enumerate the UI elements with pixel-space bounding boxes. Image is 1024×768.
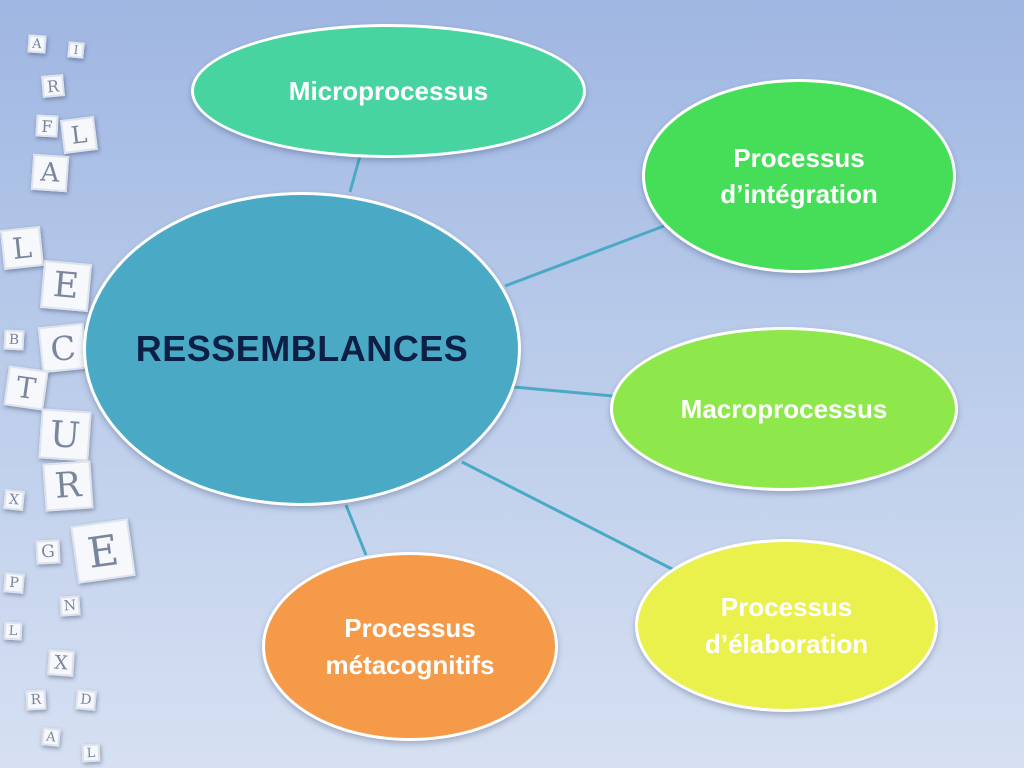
connector-processus-integration <box>504 224 665 288</box>
connector-processus-elaboration <box>461 460 675 572</box>
node-processus-metacognitifs: Processus métacognitifs <box>262 552 558 741</box>
node-processus-integration-line1: Processus <box>733 142 865 173</box>
node-macroprocessus: Macroprocessus <box>610 327 958 491</box>
node-processus-integration: Processus d’intégration <box>642 79 956 273</box>
node-processus-metacognitifs-line2: métacognitifs <box>325 649 495 680</box>
node-processus-integration-line2: d’intégration <box>720 179 878 209</box>
node-processus-elaboration-line2: d’élaboration <box>704 628 869 659</box>
node-processus-elaboration-line1: Processus <box>720 592 853 623</box>
node-microprocessus-label: Microprocessus <box>288 75 489 106</box>
node-processus-metacognitifs-line1: Processus <box>344 613 476 644</box>
connector-processus-metacognitifs <box>344 504 368 556</box>
connector-microprocessus <box>348 155 362 193</box>
center-label: RESSEMBLANCES <box>135 327 469 369</box>
center-node-ressemblances: RESSEMBLANCES <box>83 192 521 506</box>
node-processus-elaboration: Processus d’élaboration <box>635 539 938 712</box>
node-microprocessus: Microprocessus <box>191 24 586 158</box>
node-macroprocessus-label: Macroprocessus <box>680 393 888 424</box>
connector-macroprocessus <box>513 385 614 398</box>
